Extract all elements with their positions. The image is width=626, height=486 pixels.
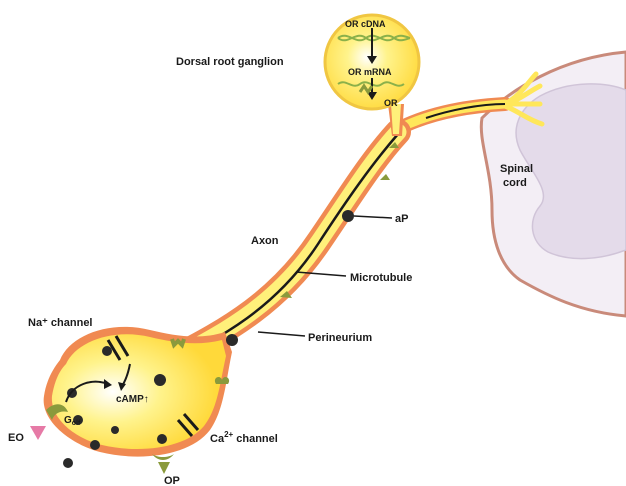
op-label: OP — [164, 475, 180, 486]
na-channel-label: Na⁺ channel — [28, 317, 93, 329]
microtubule-label: Microtubule — [350, 272, 412, 284]
eo-odorant-marker — [30, 426, 46, 440]
camp-label: cAMP↑ — [116, 394, 149, 405]
perineurium-label: Perineurium — [308, 332, 372, 344]
ca-channel-label: Ca2+ channel — [210, 430, 278, 445]
dorsal-root-ganglion-label: Dorsal root ganglion — [176, 56, 284, 68]
vesicle — [63, 458, 73, 468]
spinal-cord-label-line1: Spinal — [500, 163, 533, 175]
vesicle — [102, 346, 112, 356]
ap-label: aP — [395, 213, 408, 225]
op-marker — [158, 462, 170, 474]
or-mrna-label: OR mRNA — [348, 67, 392, 77]
axon-core — [170, 132, 398, 360]
vesicle — [90, 440, 100, 450]
eo-label: EO — [8, 432, 24, 444]
axon-label: Axon — [251, 235, 279, 247]
vesicle — [342, 210, 354, 222]
vesicle — [154, 374, 166, 386]
vesicle — [226, 334, 238, 346]
or-label: OR — [384, 98, 398, 108]
or-cdna-label: OR cDNA — [345, 19, 386, 29]
or-receptor-soma — [360, 86, 372, 92]
vesicle — [111, 426, 119, 434]
vesicle — [157, 434, 167, 444]
spinal-cord-label-line2: cord — [503, 177, 527, 189]
or-receptor-transport-2 — [380, 174, 390, 180]
